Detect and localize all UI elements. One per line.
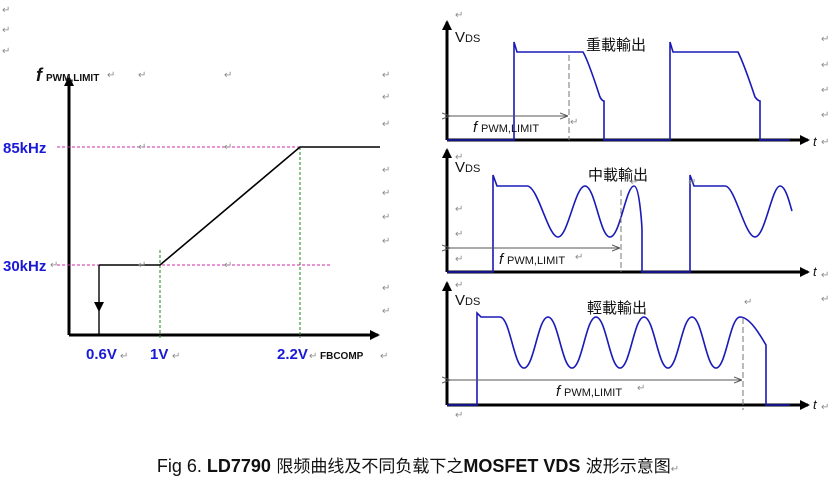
para-mark: ↵ [455,10,463,21]
para-mark: ↵ [637,383,645,394]
time-label: t [813,264,818,279]
vds-label-sub: DS [465,163,480,175]
para-mark: ↵ [575,252,583,263]
para-mark: ↵ [138,260,146,271]
waveform-medium-load: V DS t 中載輸出 f PWM,LIMIT [442,148,818,279]
caption-model: LD7790 [207,456,271,476]
para-mark: ↵ [455,152,463,163]
para-mark: ↵ [382,70,390,81]
period-label-sub: PWM,LIMIT [507,255,565,267]
x-tick-1v: 1V [150,346,168,363]
time-label: t [813,397,818,412]
vds-waveform [447,311,790,406]
caption-text-1: 限频曲线及不同负载下之 [271,457,463,477]
para-mark: ↵ [455,410,463,421]
caption-mosfet: MOSFET VDS [463,456,580,476]
vds-waveform [447,41,790,141]
para-mark: ↵ [671,464,679,475]
para-mark: ↵ [2,25,10,36]
y-axis-label: f [36,65,44,85]
para-mark: ↵ [570,117,578,128]
figure-caption: Fig 6. LD7790 限频曲线及不同负载下之MOSFET VDS 波形示意… [157,456,679,477]
para-mark: ↵ [455,254,463,265]
para-mark: ↵ [821,137,829,148]
vds-label-sub: DS [465,33,480,45]
para-mark: ↵ [382,188,390,199]
para-mark: ↵ [2,5,10,16]
waveform-heavy-load: V DS t 重載輸出 f PWM,LIMIT [442,20,818,149]
period-label: f [499,251,505,268]
para-mark: ↵ [455,204,463,215]
vds-label: V [455,159,465,176]
time-label: t [813,134,818,149]
para-mark: ↵ [821,294,829,305]
para-mark: ↵ [455,229,463,240]
para-mark: ↵ [224,142,232,153]
frequency-curve [99,146,380,266]
caption-prefix: Fig 6. [157,456,207,476]
period-label: f [473,119,479,136]
para-mark: ↵ [688,177,696,188]
para-mark: ↵ [138,142,146,153]
para-mark: ↵ [172,351,180,362]
y-tick-30khz: 30kHz [3,258,46,275]
y-tick-85khz: 85kHz [3,140,46,157]
para-mark: ↵ [50,260,58,271]
para-mark: ↵ [224,260,232,271]
period-label-sub: PWM,LIMIT [481,123,539,135]
para-mark: ↵ [2,46,10,57]
waveform-title: 重載輸出 [586,37,646,54]
frequency-limit-chart: f PWM,LIMIT 85kHz 30kHz 0.6V 1V 2.2V FBC… [2,5,390,363]
waveform-title: 輕載輸出 [587,300,647,317]
x-tick-0-6v: 0.6V [86,346,117,363]
para-mark: ↵ [382,306,390,317]
para-mark: ↵ [821,110,829,121]
x-axis-label: FBCOMP [320,351,364,362]
para-mark: ↵ [382,92,390,103]
caption-text-2: 波形示意图 [580,457,670,477]
period-label-sub: PWM,LIMIT [564,387,622,399]
para-mark: ↵ [821,85,829,96]
para-mark: ↵ [821,270,829,281]
vds-label-sub: DS [465,296,480,308]
para-mark: ↵ [380,351,388,362]
para-mark: ↵ [821,34,829,45]
y-axis-label-sub: PWM,LIMIT [46,73,99,84]
para-mark: ↵ [630,177,638,188]
waveform-title: 中載輸出 [588,167,648,184]
para-mark: ↵ [120,351,128,362]
para-mark: ↵ [224,70,232,81]
para-mark: ↵ [455,280,463,291]
para-mark: ↵ [382,212,390,223]
para-mark: ↵ [309,351,317,362]
para-mark: ↵ [821,402,829,413]
para-mark: ↵ [382,165,390,176]
para-mark: ↵ [382,236,390,247]
vds-waveform [447,174,793,273]
vds-label: V [455,292,465,309]
vds-label: V [455,29,465,46]
para-mark: ↵ [744,297,752,308]
para-mark: ↵ [821,60,829,71]
para-mark: ↵ [382,283,390,294]
period-label: f [556,383,562,400]
para-mark: ↵ [107,70,115,81]
x-tick-2-2v: 2.2V [277,346,308,363]
waveform-light-load: V DS t 輕載輸出 f PWM,LIMIT [442,281,818,412]
para-mark: ↵ [382,119,390,130]
para-mark: ↵ [138,70,146,81]
